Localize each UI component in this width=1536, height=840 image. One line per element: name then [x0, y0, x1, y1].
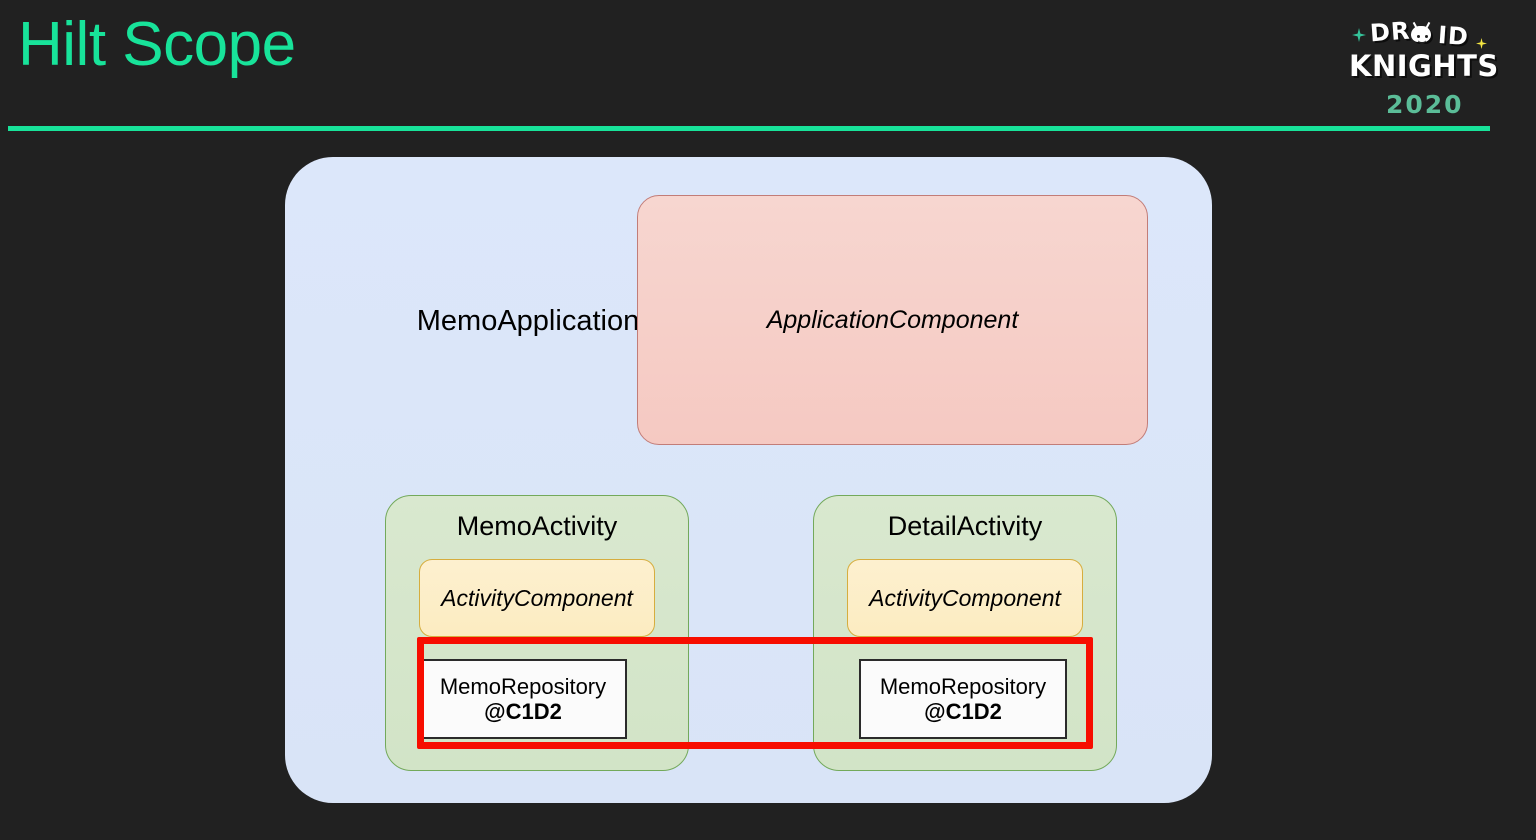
detail-activity-component-box: ActivityComponent — [847, 559, 1083, 637]
detail-activity-component-label: ActivityComponent — [869, 584, 1061, 611]
detail-activity-repository-name: MemoRepository — [879, 673, 1047, 699]
droid-knights-logo: DR ID KNIGHTS 2020 — [1336, 16, 1506, 119]
detail-activity-box: DetailActivity ActivityComponent MemoRep… — [813, 495, 1117, 771]
memo-activity-component-label: ActivityComponent — [441, 584, 633, 611]
application-component-box: ApplicationComponent — [637, 195, 1148, 445]
logo-year: 2020 — [1386, 90, 1464, 119]
detail-activity-repository-scope: @C1D2 — [924, 699, 1002, 724]
slide-header: Hilt Scope DR ID KNIGHTS 2020 — [0, 0, 1536, 131]
memo-activity-box: MemoActivity ActivityComponent MemoRepos… — [385, 495, 689, 771]
droid-face-icon — [1410, 21, 1433, 44]
memo-application-label: MemoApplication — [416, 305, 640, 337]
memo-activity-repository-scope: @C1D2 — [484, 699, 562, 724]
memo-activity-component-box: ActivityComponent — [419, 559, 655, 637]
memo-activity-title: MemoActivity — [456, 511, 618, 541]
logo-word-knights: KNIGHTS — [1349, 49, 1499, 83]
detail-activity-title: DetailActivity — [887, 511, 1043, 541]
memo-activity-repository-box: MemoRepository @C1D2 — [419, 659, 627, 739]
header-divider — [8, 126, 1490, 131]
droid-eye-right-icon — [1425, 35, 1428, 38]
page-title: Hilt Scope — [18, 10, 296, 79]
memo-activity-repository-name: MemoRepository — [439, 673, 607, 699]
droid-eye-left-icon — [1417, 35, 1420, 38]
memo-application-container: MemoApplication ApplicationComponent Mem… — [285, 157, 1212, 803]
droid-smile-icon — [1418, 38, 1426, 44]
application-component-label: ApplicationComponent — [766, 305, 1019, 334]
detail-activity-repository-box: MemoRepository @C1D2 — [859, 659, 1067, 739]
droid-head-icon — [1411, 26, 1431, 44]
